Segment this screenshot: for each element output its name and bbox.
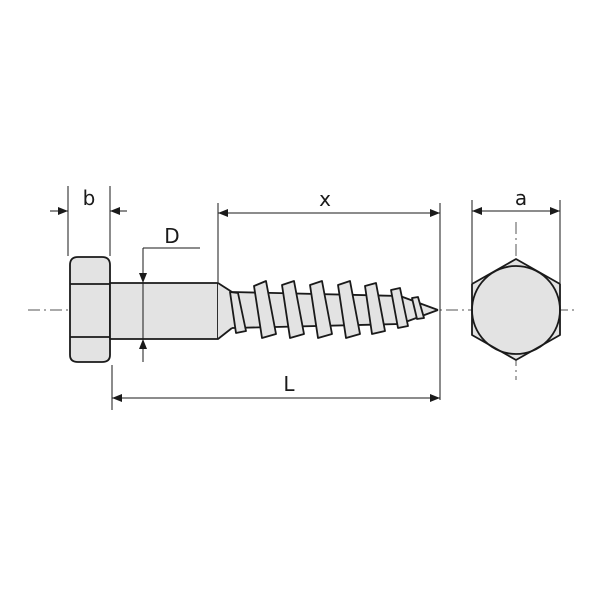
hex-head-side — [69, 256, 111, 363]
dimension-L: L — [111, 365, 440, 410]
shank — [109, 282, 219, 340]
dimension-D: D — [139, 224, 200, 362]
label-L: L — [283, 372, 295, 396]
label-b: b — [83, 186, 96, 210]
hex-head-end-view — [471, 258, 561, 361]
label-a: a — [515, 186, 527, 210]
label-x: x — [319, 187, 331, 211]
label-D: D — [164, 224, 179, 248]
threaded-section — [217, 280, 439, 340]
dimension-x: x — [217, 187, 441, 400]
dimension-a: a — [471, 186, 561, 283]
dimension-b: b — [50, 186, 127, 256]
